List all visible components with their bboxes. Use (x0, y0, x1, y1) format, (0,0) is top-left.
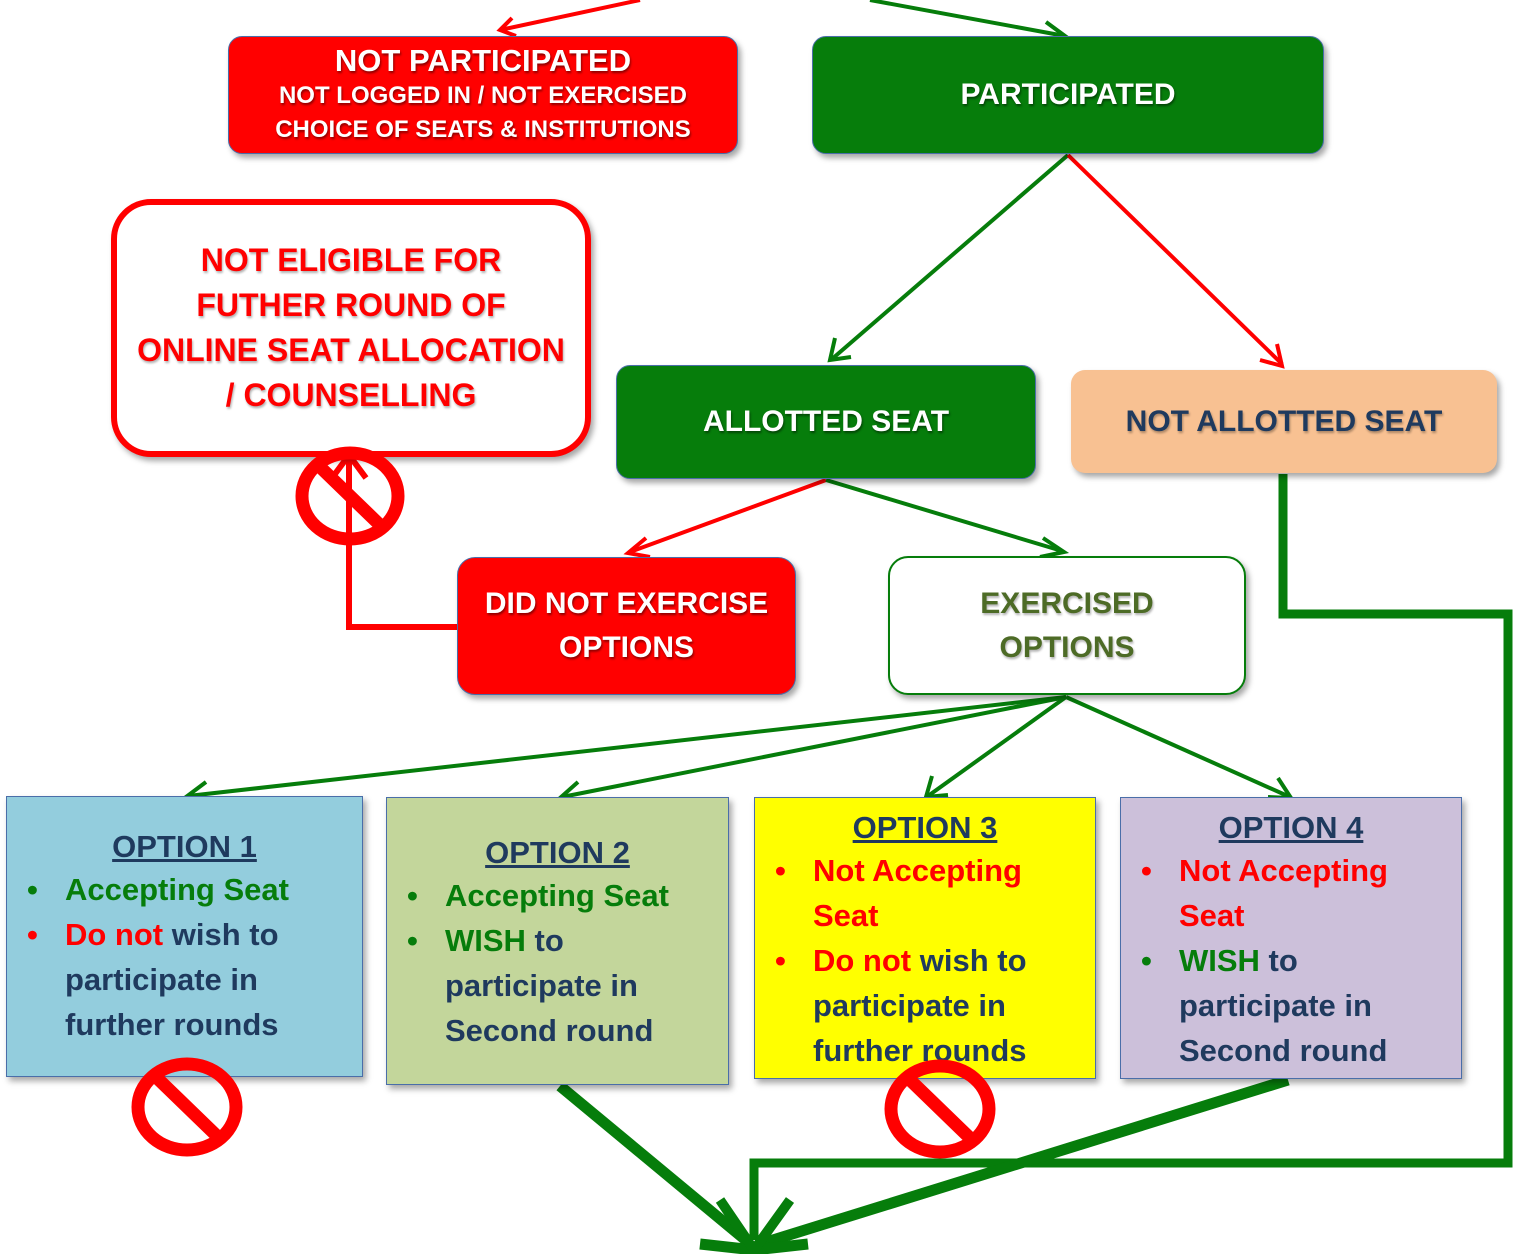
list-item: • Accepting Seat (7, 867, 362, 912)
connector-not-allotted-to-bottom (749, 474, 1513, 1240)
arrow-allotted-to-did-not-exercise (629, 478, 827, 554)
list-item: • Accepting Seat (387, 873, 728, 918)
bullet-icon: • (1141, 853, 1152, 888)
option-1-bullet-2-emphasis: Do not (65, 917, 164, 952)
arrowhead-icon (1259, 343, 1285, 369)
option-3-bullet-2-emphasis: Do not (813, 943, 912, 978)
option-4-box: OPTION 4 • Not Accepting Seat • WISH to pa… (1120, 797, 1462, 1079)
list-item: • Not Accepting Seat (1121, 848, 1461, 938)
option-3-box: OPTION 3 • Not Accepting Seat • Do not wis… (754, 797, 1096, 1079)
list-item: • Do not wish to participate in further r… (755, 938, 1095, 1073)
option-4-title: OPTION 4 (1218, 810, 1364, 845)
option-1-title: OPTION 1 (112, 829, 257, 864)
option-1-bullet-1: Accepting Seat (65, 872, 289, 907)
option-2-bullet-2-emphasis: WISH (445, 923, 526, 958)
option-3-bullet-2-text: wish to participate in further rounds (813, 943, 1027, 1068)
exercised-line1: EXERCISED (980, 586, 1154, 620)
arrowhead-icon (496, 16, 517, 38)
not-allotted-seat-title: NOT ALLOTTED SEAT (1125, 404, 1443, 438)
arrow-to-not-participated (499, 0, 641, 32)
prohibited-icon (131, 1057, 243, 1157)
arrowhead-icon (623, 536, 651, 559)
bullet-icon: • (1141, 943, 1152, 978)
prohibited-icon (884, 1059, 996, 1159)
arrow-exercised-to-option2 (561, 695, 1067, 799)
not-participated-box: NOT PARTICIPATED NOT LOGGED IN / NOT EXE… (228, 36, 738, 154)
not-participated-line2: CHOICE OF SEATS & INSTITUTIONS (275, 116, 691, 143)
bullet-icon: • (775, 943, 786, 978)
option-2-list: • Accepting Seat • WISH to participate in … (387, 873, 728, 1053)
connector-option4-to-bottom (758, 1074, 1290, 1250)
exercised-line2: OPTIONS (999, 630, 1135, 664)
list-item: • WISH to participate in Second round (387, 918, 728, 1053)
did-not-exercise-box: DID NOT EXERCISE OPTIONS (457, 557, 796, 695)
not-eligible-line2: FUTHER ROUND OF (196, 287, 506, 323)
not-participated-title: NOT PARTICIPATED (334, 43, 632, 78)
not-allotted-seat-box: NOT ALLOTTED SEAT (1071, 370, 1497, 473)
arrow-participated-to-not-allotted (1066, 153, 1284, 366)
not-eligible-line1: NOT ELIGIBLE FOR (200, 242, 502, 278)
option-2-bullet-1: Accepting Seat (445, 878, 669, 913)
participated-title: PARTICIPATED (960, 78, 1176, 111)
did-not-exercise-line2: OPTIONS (558, 631, 694, 664)
option-2-bullet-2-text: to participate in Second round (445, 923, 654, 1048)
bullet-icon: • (27, 872, 38, 907)
list-item: • Do not wish to participate in further r… (7, 912, 362, 1047)
arrow-exercised-to-option3 (926, 695, 1068, 798)
option-2-box: OPTION 2 • Accepting Seat • WISH to partic… (386, 797, 729, 1085)
option-4-bullet-2-text: to participate in Second round (1179, 943, 1388, 1068)
not-eligible-box: NOT ELIGIBLE FOR FUTHER ROUND OF ONLINE … (111, 199, 591, 457)
option-3-bullet-1: Not Accepting Seat (813, 853, 1022, 933)
bullet-icon: • (775, 853, 786, 888)
option-2-title: OPTION 2 (485, 835, 630, 870)
option-4-bullet-2-emphasis: WISH (1179, 943, 1260, 978)
bullet-icon: • (27, 917, 38, 952)
not-eligible-line3: ONLINE SEAT ALLOCATION (137, 332, 565, 368)
not-eligible-line4: / COUNSELLING (225, 377, 477, 413)
participated-box: PARTICIPATED (812, 36, 1324, 154)
option-4-list: • Not Accepting Seat • WISH to participate… (1121, 848, 1461, 1073)
exercised-options-box: EXERCISED OPTIONS (888, 556, 1246, 695)
option-1-list: • Accepting Seat • Do not wish to particip… (7, 867, 362, 1047)
arrow-allotted-to-exercised (825, 478, 1063, 553)
list-item: • WISH to participate in Second round (1121, 938, 1461, 1073)
connector-option2-to-bottom (556, 1081, 752, 1247)
prohibited-icon (295, 446, 405, 546)
not-participated-line1: NOT LOGGED IN / NOT EXERCISED (278, 82, 688, 109)
allotted-seat-box: ALLOTTED SEAT (616, 365, 1036, 479)
bullet-icon: • (407, 923, 418, 958)
bullet-icon: • (407, 878, 418, 913)
option-4-bullet-1: Not Accepting Seat (1179, 853, 1388, 933)
option-1-bullet-2-text: wish to participate in further rounds (65, 917, 279, 1042)
list-item: • Not Accepting Seat (755, 848, 1095, 938)
arrow-exercised-to-option4 (1065, 695, 1291, 799)
option-3-title: OPTION 3 (852, 810, 998, 845)
arrowhead-icon (1039, 536, 1070, 559)
option-1-box: OPTION 1 • Accepting Seat • Do not wish to… (6, 796, 363, 1077)
arrow-exercised-to-option1 (187, 695, 1067, 798)
arrowhead-icon (715, 1197, 795, 1254)
arrow-to-participated (869, 0, 1066, 38)
arrow-participated-to-allotted (830, 153, 1070, 361)
did-not-exercise-line1: DID NOT EXERCISE (484, 587, 769, 620)
option-3-list: • Not Accepting Seat • Do not wish to part… (755, 848, 1095, 1073)
arrowhead-icon (827, 337, 852, 363)
connector-did-not-exercise-to-not-eligible (346, 459, 457, 630)
allotted-seat-title: ALLOTTED SEAT (702, 405, 950, 438)
